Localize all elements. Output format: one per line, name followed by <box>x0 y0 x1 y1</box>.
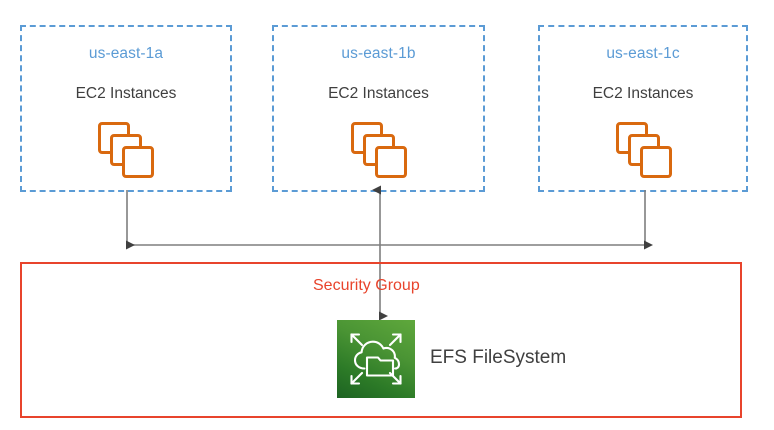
ec2-instances-icon[interactable] <box>351 122 409 180</box>
az-label-us-east-1a: us-east-1a <box>88 45 164 62</box>
ec2-instance-square-front <box>122 146 154 178</box>
ec2-instances-icon[interactable] <box>98 122 156 180</box>
ec2-instances-icon[interactable] <box>616 122 674 180</box>
ec2-instance-square-front <box>375 146 407 178</box>
security-group-label: Security Group <box>313 277 420 294</box>
az-resource-label-us-east-1c: EC2 Instances <box>592 85 694 102</box>
availability-zone-us-east-1a[interactable]: us-east-1a EC2 Instances <box>20 25 232 192</box>
az-label-us-east-1c: us-east-1c <box>606 45 680 62</box>
efs-filesystem-label: EFS FileSystem <box>430 347 567 368</box>
availability-zone-us-east-1b[interactable]: us-east-1b EC2 Instances <box>272 25 485 192</box>
az-resource-label-us-east-1b: EC2 Instances <box>328 85 429 102</box>
az-label-us-east-1b: us-east-1b <box>341 45 416 62</box>
efs-filesystem-icon[interactable] <box>337 320 415 398</box>
ec2-instance-square-front <box>640 146 672 178</box>
security-group-box[interactable] <box>20 262 742 418</box>
availability-zone-us-east-1c[interactable]: us-east-1c EC2 Instances <box>538 25 748 192</box>
az-resource-label-us-east-1a: EC2 Instances <box>75 85 177 102</box>
